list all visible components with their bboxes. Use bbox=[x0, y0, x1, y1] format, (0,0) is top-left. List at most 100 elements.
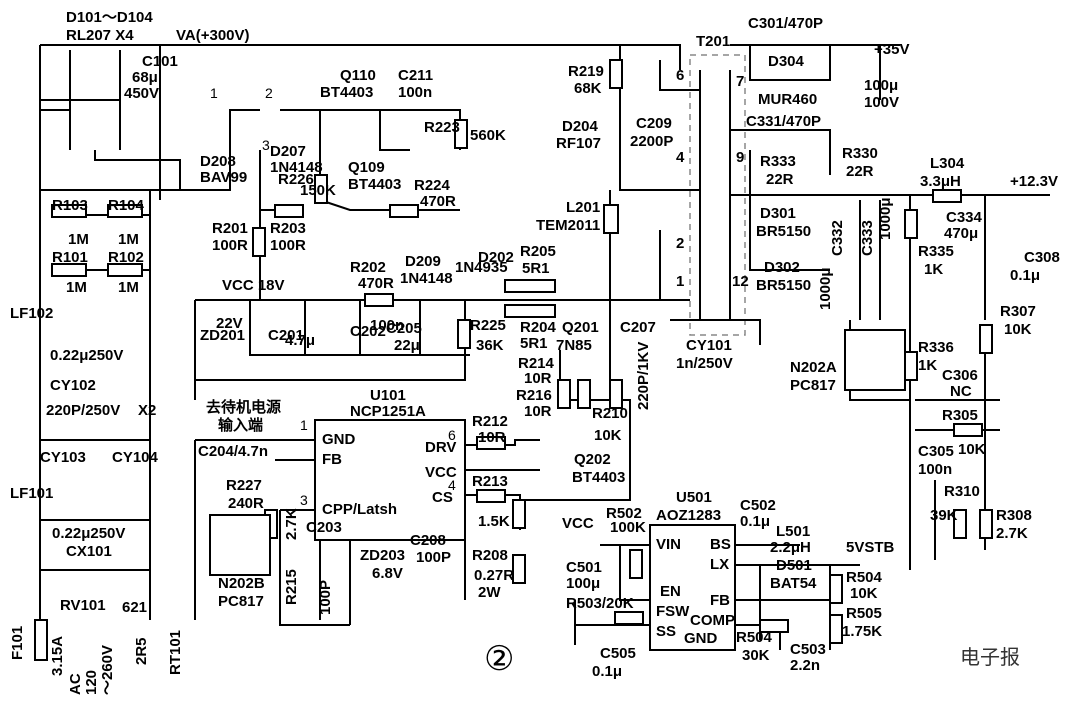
label-c503: C503 bbox=[790, 641, 826, 658]
label-r205-val: 5R1 bbox=[522, 260, 550, 277]
label-r225: R225 bbox=[470, 317, 506, 334]
label-r336-val: 1K bbox=[918, 357, 937, 374]
label-c334: C334 bbox=[946, 209, 983, 226]
label-t-pin-6: 6 bbox=[676, 67, 684, 84]
label-c201-val: 4.7μ bbox=[285, 332, 315, 349]
label-r104-val: 1M bbox=[118, 231, 139, 248]
label-zd203: ZD203 bbox=[360, 547, 405, 564]
label-c505: C505 bbox=[600, 645, 636, 662]
label-r208-val: 0.27R bbox=[474, 567, 514, 584]
label-d204-part: RF107 bbox=[556, 135, 601, 152]
label-cy101: CY101 bbox=[686, 337, 732, 354]
label-c502-val: 0.1μ bbox=[740, 513, 770, 530]
label-c501-val: 100μ bbox=[566, 575, 600, 592]
label-r202: R202 bbox=[350, 259, 386, 276]
label-ac-v2: ～260V bbox=[99, 645, 116, 695]
label-n202b-part: PC817 bbox=[218, 593, 264, 610]
label-zd201-val: 22V bbox=[216, 315, 243, 332]
label-cap-022-a: 0.22μ250V bbox=[50, 347, 123, 364]
label-cap-220p: 220P/250V bbox=[46, 402, 120, 419]
label-r333-val: 22R bbox=[766, 171, 794, 188]
label-r103: R103 bbox=[52, 197, 88, 214]
label-c211-name: C211 bbox=[398, 67, 433, 84]
label-u101-fb: FB bbox=[322, 451, 342, 468]
label-r219-val: 68K bbox=[574, 80, 602, 97]
label-r201-val: 100R bbox=[212, 237, 248, 254]
label-r227-val: 240R bbox=[228, 495, 264, 512]
label-x2: X2 bbox=[138, 402, 156, 419]
label-d207-name: D207 bbox=[270, 143, 306, 160]
label-bridge-name: D101～D104 bbox=[66, 9, 153, 26]
label-zd203-val: 6.8V bbox=[372, 565, 403, 582]
label-r223: R223 bbox=[424, 119, 460, 136]
label-r102-val: 1M bbox=[118, 279, 139, 296]
label-r308: R308 bbox=[996, 507, 1032, 524]
label-r216: R216 bbox=[516, 387, 552, 404]
label-d202-name: D202 bbox=[478, 249, 514, 266]
label-c331: C331/470P bbox=[746, 113, 821, 130]
label-r333: R333 bbox=[760, 153, 796, 170]
label-c203: C203 bbox=[306, 519, 342, 536]
label-c501: C501 bbox=[566, 559, 602, 576]
label-t-pin-1: 1 bbox=[676, 273, 684, 290]
label-l304-val: 3.3μH bbox=[920, 173, 961, 190]
label-cy103: CY103 bbox=[40, 449, 86, 466]
label-u501: U501 bbox=[676, 489, 712, 506]
label-c333: C333 bbox=[859, 220, 876, 256]
label-q110-part: BT4403 bbox=[320, 84, 373, 101]
label-u501-comp: COMP bbox=[690, 612, 735, 629]
label-c209-val: 2200P bbox=[630, 133, 673, 150]
label-c208: C208 bbox=[410, 532, 446, 549]
label-r215: R215 bbox=[283, 569, 300, 605]
label-t-pin-2: 2 bbox=[676, 235, 684, 252]
label-c101-name: C101 bbox=[142, 53, 178, 70]
label-l501: L501 bbox=[776, 523, 810, 540]
label-r212-val: 10R bbox=[478, 429, 506, 446]
label-q109-name: Q109 bbox=[348, 159, 385, 176]
label-cx101: CX101 bbox=[66, 543, 112, 560]
label-r223-val: 560K bbox=[470, 127, 506, 144]
label-r210: R210 bbox=[592, 405, 628, 422]
label-r208: R208 bbox=[472, 547, 508, 564]
label-r205: R205 bbox=[520, 243, 556, 260]
label-r305-val: 10K bbox=[958, 441, 986, 458]
label-c502: C502 bbox=[740, 497, 776, 514]
label-c334-val: 470μ bbox=[944, 225, 978, 242]
label-c207-val: 220P/1KV bbox=[635, 342, 652, 410]
label-r504b: R504 bbox=[736, 629, 773, 646]
label-r336: R336 bbox=[918, 339, 954, 356]
label-r335: R335 bbox=[918, 243, 954, 260]
label-d302-part: BR5150 bbox=[756, 277, 811, 294]
label-r502: R502 bbox=[606, 505, 642, 522]
label-q110-name: Q110 bbox=[340, 67, 376, 84]
label-c332-val: 1000μ bbox=[817, 267, 834, 310]
label-ac-v1: 120 bbox=[83, 670, 100, 695]
label-c201: C201 bbox=[268, 327, 304, 344]
label-r201: R201 bbox=[212, 220, 248, 237]
label-d208-name: D208 bbox=[200, 153, 236, 170]
label-va: VA(+300V) bbox=[176, 27, 250, 44]
label-r210-val: 10K bbox=[594, 427, 622, 444]
label-r505-val: 1.75K bbox=[842, 623, 882, 640]
label-u101-pin-1: 1 bbox=[300, 417, 308, 433]
label-d501: D501 bbox=[776, 557, 812, 574]
label-r204: R204 bbox=[520, 319, 557, 336]
label-u501-lx: LX bbox=[710, 556, 729, 573]
label-r213-val: 1.5K bbox=[478, 513, 510, 530]
label-c503-val: 2.2n bbox=[790, 657, 820, 674]
label-c205-val: 22μ bbox=[394, 337, 420, 354]
label-c207: C207 bbox=[620, 319, 656, 336]
label-d501-part: BAT54 bbox=[770, 575, 817, 592]
label-f101: F101 bbox=[9, 626, 26, 660]
label-u501-en: EN bbox=[660, 583, 681, 600]
label-t-pin-4: 4 bbox=[676, 149, 685, 166]
label-q202: Q202 bbox=[574, 451, 611, 468]
label-pin-3: 3 bbox=[262, 137, 270, 153]
label-f101-val: 3.15A bbox=[49, 636, 66, 676]
label-r226-val: 150K bbox=[300, 182, 336, 199]
label-u101-pin-3: 3 bbox=[300, 492, 308, 508]
label-u101-pin-6: 6 bbox=[448, 427, 456, 443]
label-r505: R505 bbox=[846, 605, 882, 622]
label-cy101-val: 1n/250V bbox=[676, 355, 733, 372]
